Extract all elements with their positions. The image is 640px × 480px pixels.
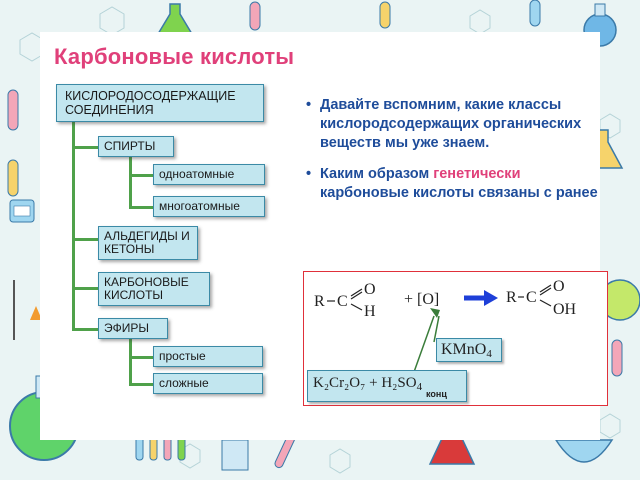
tree-trunk — [72, 122, 75, 330]
bond-line — [350, 303, 363, 311]
connector-line — [129, 174, 153, 177]
beaker-icon — [221, 439, 249, 471]
kmno4-subscript: 4 — [486, 348, 492, 360]
reaction-arrow-icon — [464, 290, 498, 306]
double-bond-line — [350, 291, 363, 300]
double-bond-line — [350, 288, 363, 297]
slide-title: Карбоновые кислоты — [54, 44, 295, 69]
carbon-label: C — [337, 293, 348, 310]
connector-line — [72, 146, 98, 149]
bullet-icon: • — [306, 166, 312, 182]
connector-line — [129, 356, 153, 359]
kmno4-box: KMnO4 — [436, 338, 502, 362]
branch-trunk — [129, 339, 132, 386]
aldehydes-ketones-node: АЛЬДЕГИДЫ И КЕТОНЫ — [98, 226, 198, 260]
test-tube-icon — [611, 339, 623, 377]
hydrogen-label: H — [364, 303, 376, 320]
polyhydric-node: многоатомные — [153, 196, 265, 217]
dichromate-formula: K₂Cr₂O₇ + H₂SO — [313, 375, 417, 391]
bullet-text: карбоновые кислоты связаны с ранее — [320, 185, 598, 201]
simple-ethers-node: простые — [153, 346, 263, 367]
dichromate-subscript: 4 — [416, 381, 423, 393]
branch-trunk — [129, 157, 132, 209]
connector-line — [129, 383, 153, 386]
oxygen-label: O — [553, 278, 565, 295]
connector-line — [72, 238, 98, 241]
bullet-text: Каким образом — [320, 166, 430, 182]
bullet-text: Давайте вспомним, какие классы кислородс… — [320, 97, 582, 151]
bottle-icon — [9, 199, 35, 223]
root-node: КИСЛОРОДОСОДЕРЖАЩИЕ СОЕДИНЕНИЯ — [56, 84, 264, 122]
carboxylic-acids-node: КАРБОНОВЫЕ КИСЛОТЫ — [98, 272, 210, 306]
bond-line — [539, 299, 552, 307]
oxygen-label: O — [364, 281, 376, 298]
carbon-label: C — [526, 289, 537, 306]
bullet-item: • Давайте вспомним, какие классы кислоро… — [306, 96, 598, 153]
hydroxyl-label: OH — [553, 301, 577, 318]
connector-line — [72, 287, 98, 290]
ethers-node: ЭФИРЫ — [98, 318, 168, 339]
esters-node: сложные — [153, 373, 263, 394]
concentrated-label: конц — [426, 389, 447, 399]
connector-line — [129, 206, 153, 209]
bullet-item: • Каким образом генетически карбоновые к… — [306, 165, 598, 203]
test-tube-icon — [249, 0, 541, 31]
bullet-list: • Давайте вспомним, какие классы кислоро… — [306, 96, 598, 215]
monohydric-node: одноатомные — [153, 164, 265, 185]
reaction-diagram: R C O H + [O] R C O OH — [314, 278, 577, 373]
highlighted-word: генетически — [433, 166, 521, 182]
double-bond-line — [539, 287, 552, 296]
alcohols-node: СПИРТЫ — [98, 136, 174, 157]
dichromate-box: K₂Cr₂O₇ + H₂SO4 конц — [307, 370, 467, 402]
oxidant-arrow-icon — [413, 308, 440, 373]
double-bond-line — [539, 284, 552, 293]
r-group-label: R — [506, 289, 517, 306]
test-tube-icon — [7, 89, 19, 197]
oxidant-label: + [O] — [404, 291, 439, 308]
kmno4-formula: KMnO — [441, 341, 487, 358]
bullet-icon: • — [306, 97, 312, 113]
reaction-scheme: R C O H + [O] R C O OH KMnO4 K₂C — [303, 271, 608, 406]
bowl-icon — [554, 439, 614, 463]
burner-stand-icon — [13, 280, 42, 340]
r-group-label: R — [314, 293, 325, 310]
connector-line — [72, 328, 98, 331]
